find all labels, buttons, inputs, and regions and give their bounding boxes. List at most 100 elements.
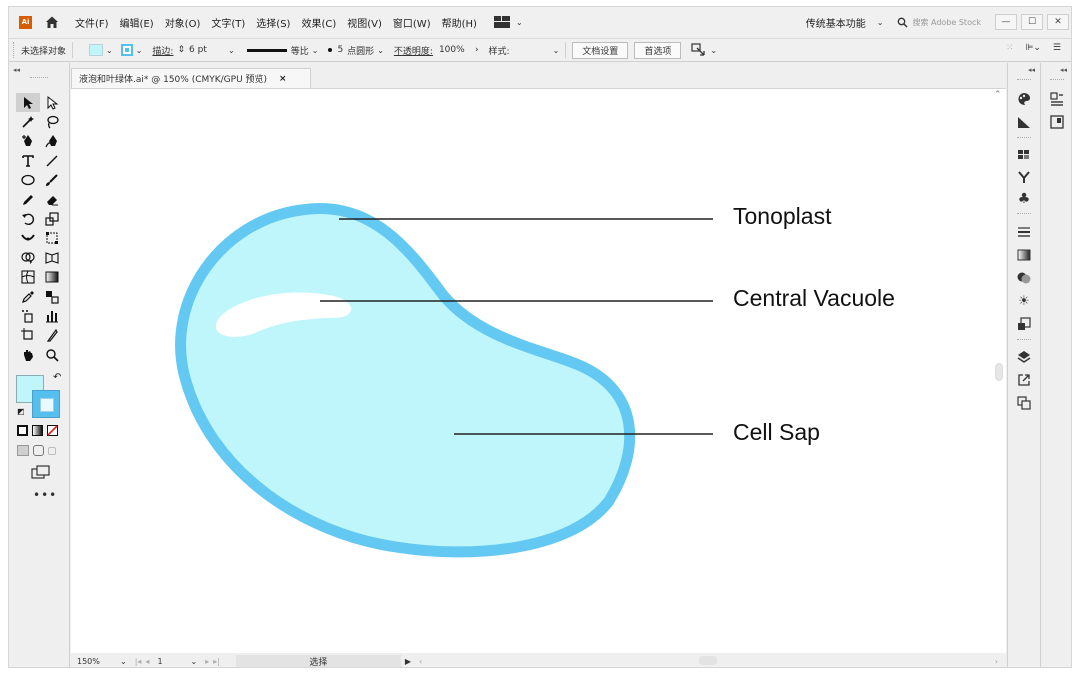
panel-grip[interactable] — [1017, 137, 1031, 138]
free-transform-tool[interactable] — [40, 229, 64, 248]
magic-wand-tool[interactable] — [16, 112, 40, 131]
last-artboard-icon[interactable]: ▸| — [213, 656, 220, 666]
swatches-panel-button[interactable] — [1016, 147, 1032, 163]
menu-help[interactable]: 帮助(H) — [441, 18, 477, 30]
mesh-tool[interactable] — [16, 268, 40, 287]
default-fill-stroke-icon[interactable]: ◩ — [17, 407, 25, 416]
cell-sap-label[interactable]: Cell Sap — [733, 419, 820, 445]
arrange-documents-button[interactable]: ⌄ — [493, 16, 523, 28]
color-panel-button[interactable] — [1016, 91, 1032, 107]
chevron-down-icon[interactable]: ⌄ — [106, 45, 113, 55]
shape-builder-tool[interactable] — [16, 248, 40, 267]
menu-type[interactable]: 文字(T) — [211, 18, 246, 30]
stroke-color-swatch[interactable] — [120, 44, 133, 56]
arrange-icon[interactable] — [691, 43, 707, 57]
vacuole-shape[interactable] — [175, 203, 636, 558]
appearance-panel-button[interactable]: ☀ — [1016, 293, 1032, 309]
panel-grip[interactable] — [1017, 79, 1031, 80]
zoom-tool[interactable] — [40, 345, 64, 364]
line-segment-tool[interactable] — [40, 151, 64, 170]
opacity-field[interactable]: 100% — [438, 45, 465, 55]
stroke-label[interactable]: 描边: — [152, 46, 174, 57]
color-guide-panel-button[interactable] — [1016, 114, 1032, 130]
draw-inside-icon[interactable] — [48, 447, 56, 455]
brush-definition[interactable]: 点圆形 — [347, 46, 375, 57]
rotate-tool[interactable] — [16, 209, 40, 228]
eraser-tool[interactable] — [40, 190, 64, 209]
blend-tool[interactable] — [40, 287, 64, 306]
scroll-left-icon[interactable]: ‹ — [419, 656, 423, 666]
fill-color-swatch[interactable] — [89, 44, 104, 56]
first-artboard-icon[interactable]: |◂ — [134, 656, 142, 666]
tonoplast-label[interactable]: Tonoplast — [733, 203, 832, 229]
menu-select[interactable]: 选择(S) — [256, 18, 291, 30]
previous-artboard-icon[interactable]: ◂ — [145, 656, 150, 666]
preferences-button[interactable]: 首选项 — [634, 41, 682, 59]
panel-menu-icon[interactable]: ☰ — [1052, 43, 1061, 53]
opacity-label[interactable]: 不透明度: — [393, 46, 433, 57]
close-tab-icon[interactable]: × — [279, 73, 287, 84]
curvature-tool[interactable] — [40, 132, 64, 151]
menu-view[interactable]: 视图(V) — [347, 18, 382, 30]
brushes-panel-button[interactable] — [1016, 169, 1032, 185]
chevron-down-icon[interactable]: ⌄ — [876, 17, 884, 27]
chevron-down-icon[interactable]: ⌄ — [311, 45, 319, 55]
artboard-canvas[interactable]: Tonoplast Central Vacuole Cell Sap — [71, 88, 1006, 653]
chevron-down-icon[interactable]: ⌄ — [190, 656, 198, 666]
chevron-down-icon[interactable]: ⌄ — [377, 45, 384, 55]
status-mode[interactable]: 选择 — [235, 655, 401, 667]
stroke-color-box[interactable] — [32, 390, 60, 418]
panel-grip[interactable] — [30, 77, 48, 79]
edit-toolbar-icon[interactable]: ••• — [33, 488, 58, 502]
close-window-button[interactable]: ✕ — [1047, 14, 1069, 30]
vertical-scroll-thumb[interactable] — [995, 363, 1003, 381]
panel-grip[interactable] — [1017, 213, 1031, 214]
hand-tool[interactable] — [16, 345, 40, 364]
vertical-scrollbar[interactable]: ⌃ — [992, 88, 1006, 653]
pencil-tool[interactable] — [16, 190, 40, 209]
type-tool[interactable] — [16, 151, 40, 170]
graphic-style-picker[interactable] — [514, 44, 550, 56]
chevron-right-icon[interactable]: › — [474, 45, 479, 55]
none-mode-icon[interactable] — [47, 425, 58, 436]
chevron-down-icon[interactable]: ⌄ — [228, 45, 235, 55]
swap-fill-stroke-icon[interactable]: ↶ — [53, 372, 62, 383]
menu-object[interactable]: 对象(O) — [164, 18, 201, 30]
stroke-panel-button[interactable] — [1016, 224, 1032, 240]
symbols-panel-button[interactable]: ♣ — [1016, 191, 1032, 207]
draw-normal-icon[interactable] — [17, 445, 29, 456]
expand-panels-icon[interactable]: ◂◂ — [1060, 66, 1068, 74]
libraries-panel-button[interactable] — [1049, 91, 1065, 107]
slice-tool[interactable] — [40, 326, 64, 345]
menu-effect[interactable]: 效果(C) — [301, 18, 337, 30]
align-menu-icon[interactable]: ⊫⌄ — [1025, 43, 1041, 53]
lasso-tool[interactable] — [40, 112, 64, 131]
stroke-weight-field[interactable]: 6 pt — [189, 45, 207, 55]
scroll-up-icon[interactable]: ⌃ — [994, 90, 1002, 100]
artboard-tool[interactable] — [16, 326, 40, 345]
artboards-panel-button[interactable] — [1016, 395, 1032, 411]
status-menu-icon[interactable]: ▶ — [404, 656, 412, 666]
scroll-right-icon[interactable]: › — [994, 656, 998, 666]
column-graph-tool[interactable] — [40, 306, 64, 325]
scale-tool[interactable] — [40, 209, 64, 228]
menu-window[interactable]: 窗口(W) — [392, 18, 431, 30]
layers-panel-button[interactable] — [1016, 349, 1032, 365]
variable-width-profile-preview[interactable] — [246, 48, 287, 52]
stroke-stepper-icon[interactable]: ⇕ — [177, 45, 186, 55]
collapse-panel-icon[interactable]: ◂◂ — [13, 66, 21, 74]
control-bar-grip[interactable] — [13, 42, 21, 58]
artboard-number[interactable]: 1 — [157, 656, 163, 666]
direct-selection-tool[interactable] — [40, 93, 64, 112]
zoom-dropdown[interactable]: 150% ⌄ — [77, 657, 127, 666]
gradient-panel-button[interactable] — [1016, 247, 1032, 263]
paintbrush-tool[interactable] — [40, 171, 64, 190]
ellipse-tool[interactable] — [16, 171, 40, 190]
width-tool[interactable] — [16, 229, 40, 248]
panel-grip[interactable] — [1050, 79, 1064, 80]
home-icon[interactable] — [44, 14, 60, 30]
chevron-down-icon[interactable]: ⌄ — [710, 45, 718, 55]
pen-tool[interactable] — [16, 132, 40, 151]
chevron-down-icon[interactable]: ⌄ — [135, 45, 143, 55]
draw-behind-icon[interactable] — [33, 445, 44, 456]
